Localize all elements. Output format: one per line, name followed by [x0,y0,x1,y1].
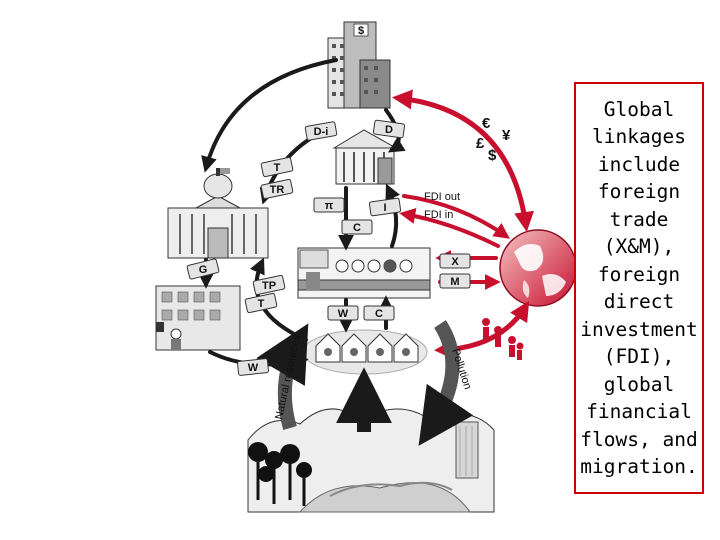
caption-box: Global linkages include foreign trade (X… [574,82,704,494]
money-tag-m: M [439,273,471,289]
svg-text:W: W [248,362,259,374]
financial-flow-arrow [392,89,534,232]
money-tag-tr: TR [260,178,294,200]
fdi-out-arrow [402,194,510,239]
fdi-out-label: FDI out [424,191,460,203]
svg-text:X: X [451,256,459,268]
bank-building-icon [332,129,398,185]
office-tower-icon: $ [327,21,391,109]
money-tag-w1: W [327,305,359,321]
dollar-symbol: $ [488,147,497,164]
left-outer-loop [201,58,338,173]
euro-symbol: € [482,115,491,132]
tower-dollar-sign: $ [358,25,364,37]
natural-resources-band [256,323,309,430]
money-tag-g: G [186,258,220,280]
households-icon [302,329,428,375]
svg-text:D-i: D-i [314,126,329,138]
money-tag-c1: C [341,219,373,235]
business-meeting-icon [297,247,431,299]
pound-symbol: £ [476,135,485,152]
svg-text:I: I [383,202,386,214]
money-tag-pi: π [313,197,345,213]
svg-text:TR: TR [270,184,285,196]
caption-text: Global linkages include foreign trade (X… [580,97,698,479]
government-capitol-icon [167,168,269,259]
apartment-building-icon [155,285,241,351]
fdi-in-label: FDI in [424,209,453,221]
money-tag-d: D [372,119,406,139]
business-to-bank [385,183,400,248]
svg-text:T: T [258,298,265,310]
svg-text:TP: TP [262,280,276,292]
pollution-band [418,320,474,446]
money-tag-t2: T [244,292,278,314]
yen-symbol: ¥ [502,127,511,144]
globe-icon [499,229,577,307]
svg-text:W: W [338,308,349,320]
svg-text:π: π [325,200,334,212]
svg-text:G: G [199,264,208,276]
fdi-in-arrow [399,208,500,248]
svg-text:T: T [274,162,281,174]
svg-text:C: C [375,308,383,320]
money-tag-x: X [439,253,471,269]
money-tag-c2: C [363,305,395,321]
money-tag-i: I [368,197,402,217]
money-tag-t1: T [260,156,294,178]
svg-text:M: M [450,276,459,288]
money-tag-tp: TP [252,274,286,296]
svg-text:D: D [385,124,393,136]
money-tag-d-i: D-i [304,121,338,141]
svg-text:C: C [353,222,361,234]
money-tag-w2: W [237,358,269,376]
